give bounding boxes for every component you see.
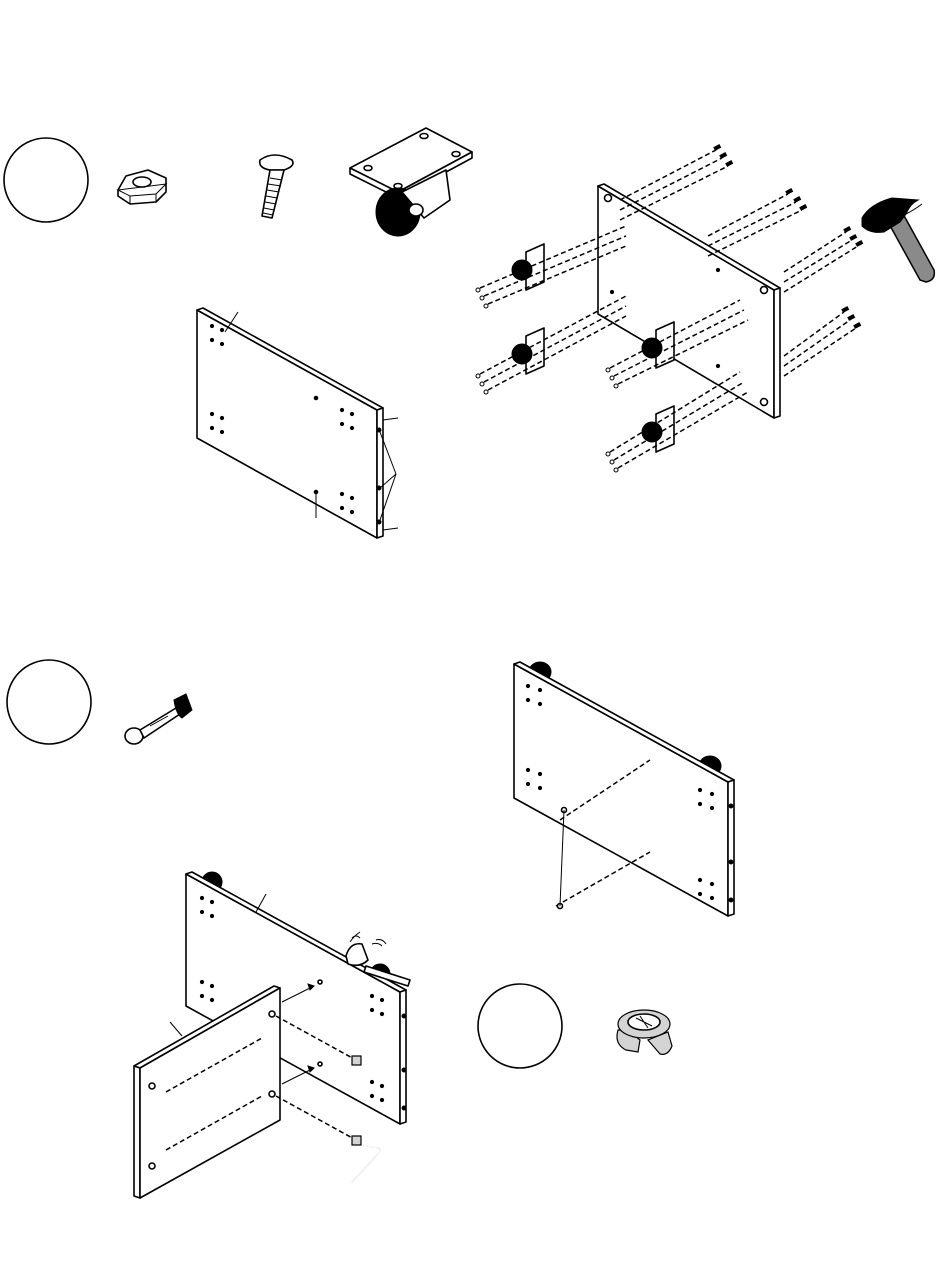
step-a-circle (4, 138, 88, 222)
hex-nut-icon (118, 170, 166, 204)
screwdriver-icon (125, 694, 192, 744)
plate-caster-icon (350, 128, 472, 236)
base-panel-exploded (598, 184, 780, 418)
carriage-bolt-icon (260, 155, 293, 218)
caster-2 (512, 328, 544, 374)
step-b-circle (7, 660, 91, 744)
side-panel-a (197, 308, 383, 538)
hammer-icon (862, 198, 934, 282)
step-c-circle (478, 984, 562, 1068)
cam-lock-icon (617, 1010, 672, 1054)
allen-key-icon (352, 1146, 380, 1182)
washers (476, 288, 618, 472)
panel-with-casters (514, 662, 734, 916)
